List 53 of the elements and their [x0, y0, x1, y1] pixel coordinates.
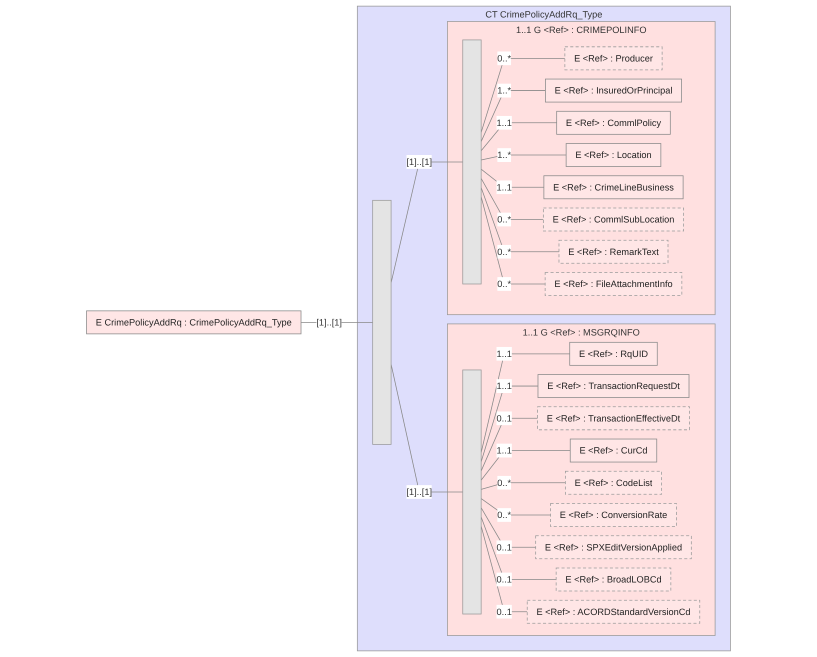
edge-label: 1..1: [496, 182, 512, 193]
node-box: E <Ref> : Producer: [564, 46, 663, 70]
connector: [480, 187, 560, 252]
connector: [480, 418, 538, 472]
node-bar: [372, 200, 392, 445]
node-box: E <Ref> : InsuredOrPrincipal: [545, 78, 682, 102]
edge-label: 0..1: [496, 606, 512, 618]
edge-label: 0..1: [496, 412, 512, 424]
connector: [480, 178, 544, 220]
node-box: E <Ref> : FileAttachmentInfo: [544, 272, 682, 296]
node-box: E <Ref> : TransactionRequestDt: [538, 374, 690, 398]
node-bar: [462, 40, 482, 284]
node-box: E <Ref> : RqUID: [569, 342, 658, 366]
edge-label: [1]..[1]: [406, 156, 432, 168]
edge-label: 0..*: [497, 214, 512, 225]
node-box: E <Ref> : ConversionRate: [550, 503, 677, 527]
node-bar: [462, 370, 482, 614]
node-box: E <Ref> : BroadLOBCd: [556, 568, 672, 592]
connector: [480, 450, 571, 481]
edge-label: 0..1: [496, 574, 512, 585]
edge-label: [1]..[1]: [406, 486, 432, 498]
edge-label: 0..*: [497, 278, 512, 290]
edge-label: 1..1: [496, 445, 512, 456]
connector: [480, 90, 546, 142]
node-box: E <Ref> : CrimeLineBusiness: [544, 175, 684, 200]
connector: [480, 154, 567, 160]
edge-label: 0..*: [497, 510, 512, 520]
edge-label: 1..*: [497, 150, 512, 160]
connector: [480, 516, 557, 580]
edge-label: 1..1: [496, 348, 512, 360]
connector: [480, 507, 536, 548]
node-box: E <Ref> : CommlPolicy: [556, 110, 671, 135]
node-box: E CrimePolicyAddRq : CrimePolicyAddRq_Type: [86, 310, 302, 334]
edge-label: 1..1: [496, 380, 512, 392]
edge-label: 0..*: [497, 246, 512, 258]
edge-label: 0..1: [496, 542, 512, 553]
connector: [480, 122, 558, 152]
connector: [480, 168, 544, 188]
node-box: E <Ref> : RemarkText: [558, 240, 668, 264]
connector: [480, 482, 566, 490]
node-box: E <Ref> : CurCd: [570, 438, 658, 462]
connector: [480, 498, 551, 516]
node-box: E <Ref> : CodeList: [565, 470, 662, 495]
node-box: E <Ref> : TransactionEffectiveDt: [537, 406, 690, 430]
edge-label: 0..*: [497, 52, 512, 64]
node-box: E <Ref> : SPXEditVersionApplied: [535, 535, 692, 560]
edge-label: 1..*: [497, 85, 512, 96]
edge-label: [1]..[1]: [316, 316, 342, 328]
edge-label: 1..1: [496, 117, 512, 128]
edge-label: 0..*: [497, 477, 512, 488]
node-box: E <Ref> : Location: [566, 143, 662, 167]
node-box: E <Ref> : ACORDStandardVersionCd: [526, 600, 700, 624]
node-box: E <Ref> : CommlSubLocation: [542, 208, 684, 232]
